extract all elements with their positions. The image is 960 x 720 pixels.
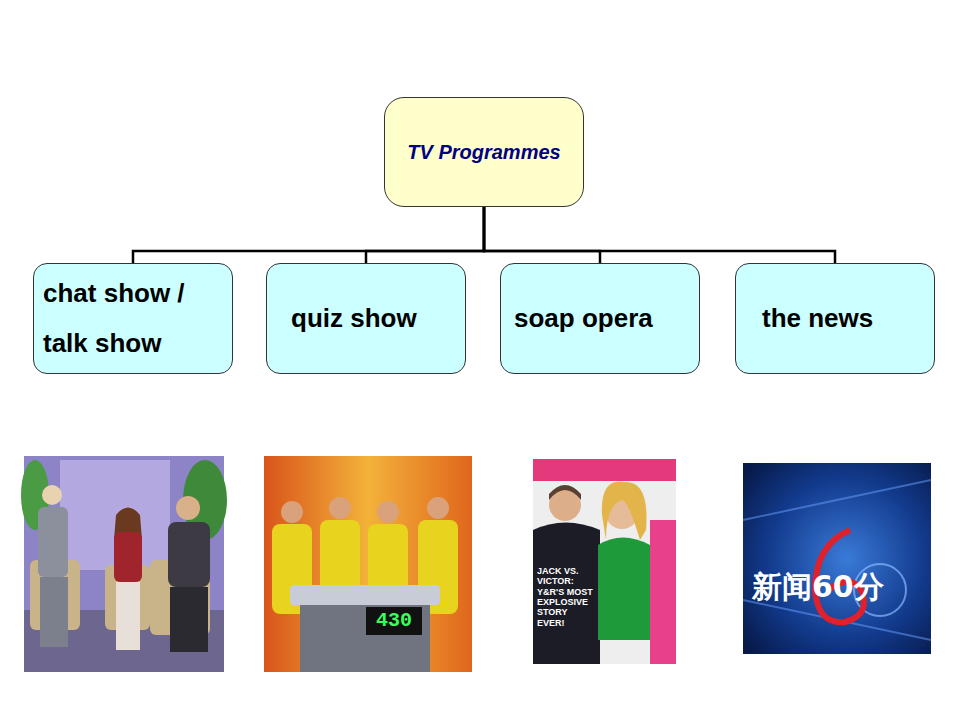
chat-person <box>170 587 208 652</box>
category-box: chat show / talk show <box>33 263 233 374</box>
magazine-man-suit <box>533 523 600 665</box>
category-box: quiz show <box>266 263 466 374</box>
tree-connector <box>484 207 600 263</box>
tree-connector <box>366 207 484 263</box>
category-label: soap opera <box>514 294 653 343</box>
quiz-head <box>427 497 449 519</box>
magazine-cover <box>533 459 676 664</box>
chat-person <box>168 522 210 587</box>
tree-connector <box>133 207 484 263</box>
magazine-woman-blouse <box>598 538 650 641</box>
quiz-photo-ground <box>264 456 472 672</box>
category-label: chat show / talk show <box>43 269 226 368</box>
root-box: TV Programmes <box>384 97 584 207</box>
root-title: TV Programmes <box>407 141 560 164</box>
news-photo-ground <box>743 463 931 654</box>
quiz-head <box>329 497 351 519</box>
magazine-man-hair <box>549 485 581 500</box>
chat-person-head <box>42 485 62 505</box>
news-logo-text: 新闻60分 <box>752 565 928 609</box>
magazine-woman-hair <box>602 482 647 540</box>
chat-person <box>40 577 68 647</box>
quiz-scoreboard <box>366 607 422 635</box>
news-light-rays <box>743 480 931 640</box>
quiz-head <box>377 501 399 523</box>
quiz-contestants <box>272 497 458 614</box>
chat-person <box>116 582 140 650</box>
tree-connector <box>484 207 835 263</box>
chat-person <box>114 532 142 582</box>
magazine-headline: JACK VS. VICTOR: Y&R'S MOST EXPLOSIVE ST… <box>537 566 597 628</box>
chat-person-head <box>176 496 200 520</box>
category-label: the news <box>762 294 873 343</box>
magazine-title-bar <box>533 459 676 481</box>
quiz-desk <box>300 605 430 672</box>
scoreboard-number: 430 <box>366 607 422 635</box>
chat-person <box>38 507 68 577</box>
quiz-head <box>281 501 303 523</box>
quiz-desk-top <box>290 585 440 605</box>
category-box: the news <box>735 263 935 374</box>
magazine-side-strip <box>650 520 676 664</box>
category-box: soap opera <box>500 263 700 374</box>
category-label: quiz show <box>291 294 417 343</box>
